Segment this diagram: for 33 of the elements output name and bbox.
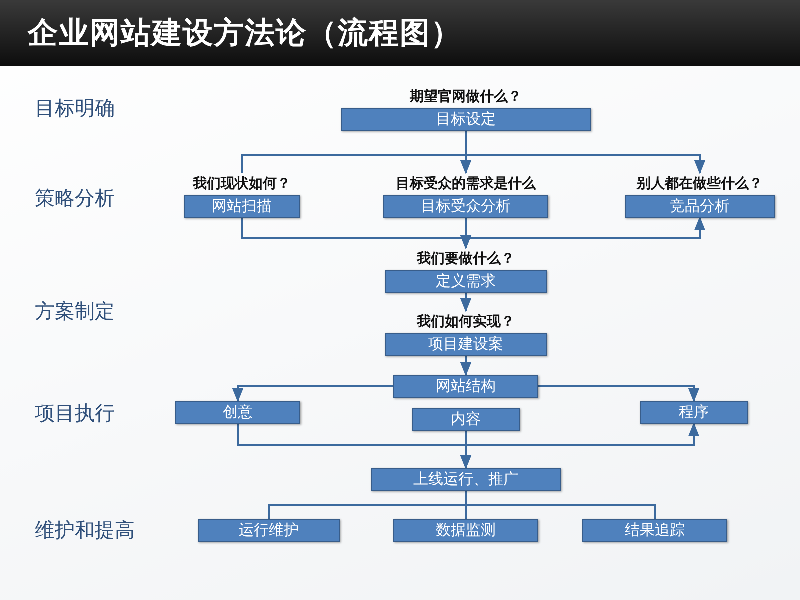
connector-arrow	[460, 293, 472, 312]
connector-arrow	[232, 386, 394, 402]
process-box: 网站扫描	[184, 195, 300, 218]
stage-label: 策略分析	[35, 185, 115, 212]
process-box: 结果追踪	[582, 519, 728, 542]
connector-arrow	[460, 356, 472, 376]
question-heading: 目标受众的需求是什么	[396, 175, 536, 194]
stage-label: 维护和提高	[35, 517, 135, 544]
question-heading: 我们如何实现？	[417, 312, 515, 332]
process-box: 创意	[176, 401, 300, 424]
connector-arrow	[538, 386, 700, 402]
process-box: 定义需求	[385, 270, 547, 293]
process-box: 竞品分析	[625, 195, 775, 218]
process-box: 上线运行、推广	[371, 468, 561, 491]
stage-label: 目标明确	[35, 95, 115, 122]
question-heading: 我们要做什么？	[417, 250, 515, 269]
title: 企业网站建设方法论（流程图）	[28, 14, 462, 52]
question-heading: 我们现状如何？	[193, 175, 291, 194]
connector-arrow	[460, 431, 472, 470]
connector-arrow	[465, 131, 706, 174]
process-box: 网站结构	[394, 375, 538, 398]
question-heading: 别人都在做些什么？	[637, 175, 763, 194]
question-heading: 期望官网做什么？	[410, 88, 522, 107]
connector-arrow	[460, 218, 472, 250]
process-box: 目标受众分析	[384, 195, 548, 218]
process-box: 程序	[640, 401, 748, 424]
process-box: 数据监测	[394, 519, 538, 542]
process-box: 运行维护	[198, 519, 340, 542]
process-box: 内容	[412, 408, 520, 431]
process-box: 目标设定	[341, 108, 591, 131]
stage-label: 方案制定	[35, 298, 115, 325]
process-box: 项目建设案	[385, 333, 547, 356]
stage-label: 项目执行	[35, 400, 115, 427]
